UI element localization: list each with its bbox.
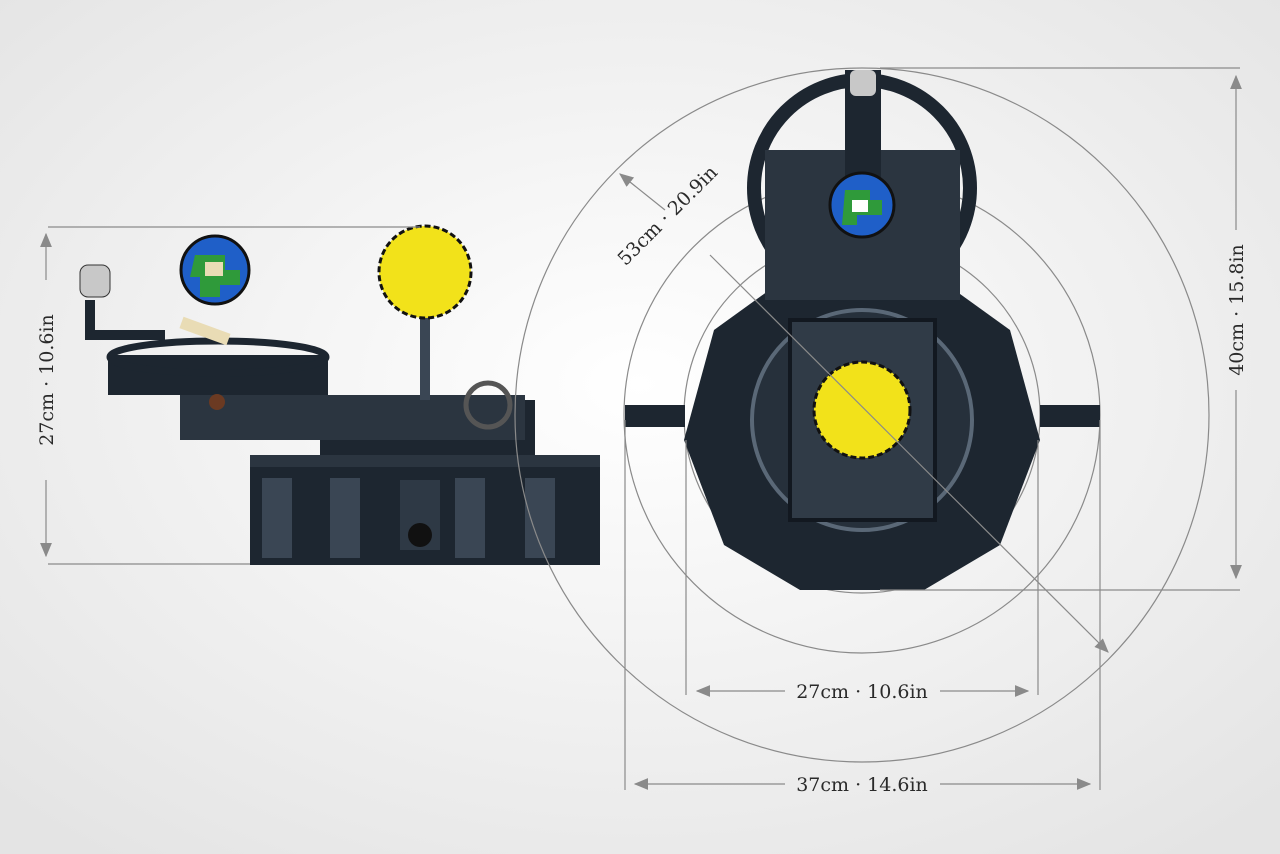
top-view-model [625,70,1100,590]
side-moon [79,264,111,298]
outer-width-dimension: 37cm · 14.6in [624,420,1101,796]
side-sun [377,224,473,320]
inner-width-label: 27cm · 10.6in [796,681,928,703]
inner-width-dimension: 27cm · 10.6in [685,440,1039,703]
outer-width-label: 37cm · 14.6in [796,774,928,796]
side-view-model [79,224,600,565]
top-height-label: 40cm · 15.8in [1226,244,1248,376]
top-height-dimension: 40cm · 15.8in [880,67,1248,591]
outer-circle [514,67,1210,763]
top-moon [850,70,876,96]
side-height-label: 27cm · 10.6in [36,314,58,446]
top-sun [812,360,912,460]
side-height-dimension: 27cm · 10.6in [36,226,420,565]
